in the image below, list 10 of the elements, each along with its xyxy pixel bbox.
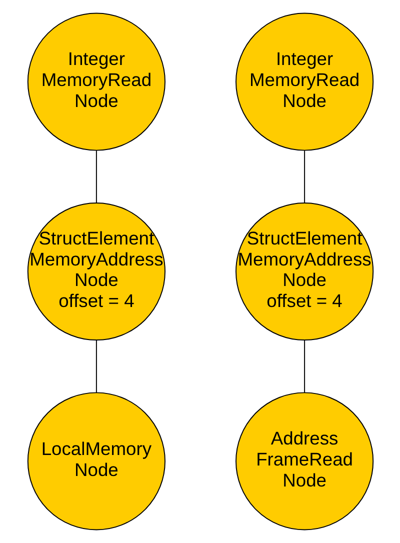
connector [304,150,305,204]
node-circle: Integer MemoryRead Node [235,12,374,151]
connector [95,340,96,393]
connector [304,340,305,393]
connector [95,150,96,204]
node-circle: StructElement MemoryAddress Node offset = 4 [26,202,165,341]
node-circle: Integer MemoryRead Node [26,12,165,151]
node-circle: Address FrameRead Node [235,392,374,530]
node-circle: StructElement MemoryAddress Node offset = 4 [235,202,374,341]
node-circle: LocalMemory Node [26,392,165,530]
